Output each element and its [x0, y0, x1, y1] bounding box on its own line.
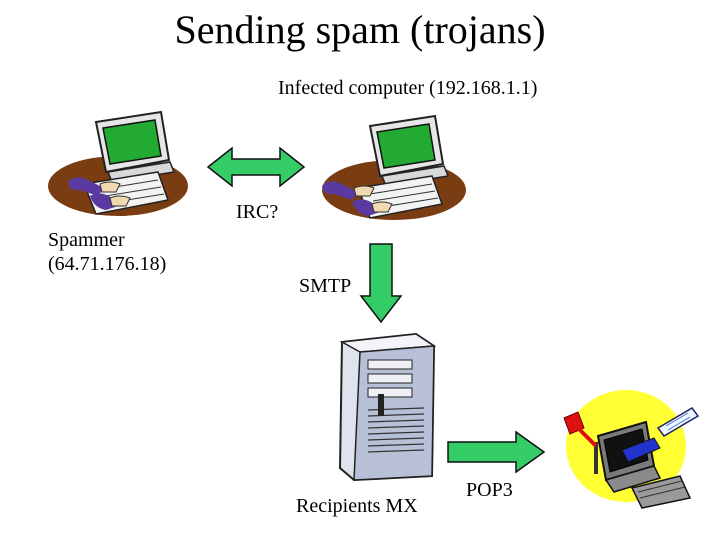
infected-computer-label: Infected computer (192.168.1.1) [278, 77, 538, 99]
page-title: Sending spam (trojans) [174, 7, 546, 52]
pop3-label: POP3 [466, 479, 513, 501]
smtp-label: SMTP [299, 275, 352, 297]
irc-label: IRC? [236, 201, 279, 223]
smtp-down-arrow [359, 243, 403, 324]
infected-computer-icon [322, 114, 466, 220]
recipients-mx-label: Recipients MX [296, 495, 418, 517]
spammer-ip: (64.71.176.18) [48, 253, 167, 275]
spammer-name: Spammer [48, 229, 125, 251]
pop3-right-arrow [447, 430, 546, 474]
spammer-computer-icon [48, 110, 188, 216]
spammer-label: Spammer (64.71.176.18) [48, 228, 166, 276]
server-tower-icon [338, 332, 437, 482]
email-computer-icon [563, 390, 700, 509]
irc-double-arrow [206, 146, 306, 188]
